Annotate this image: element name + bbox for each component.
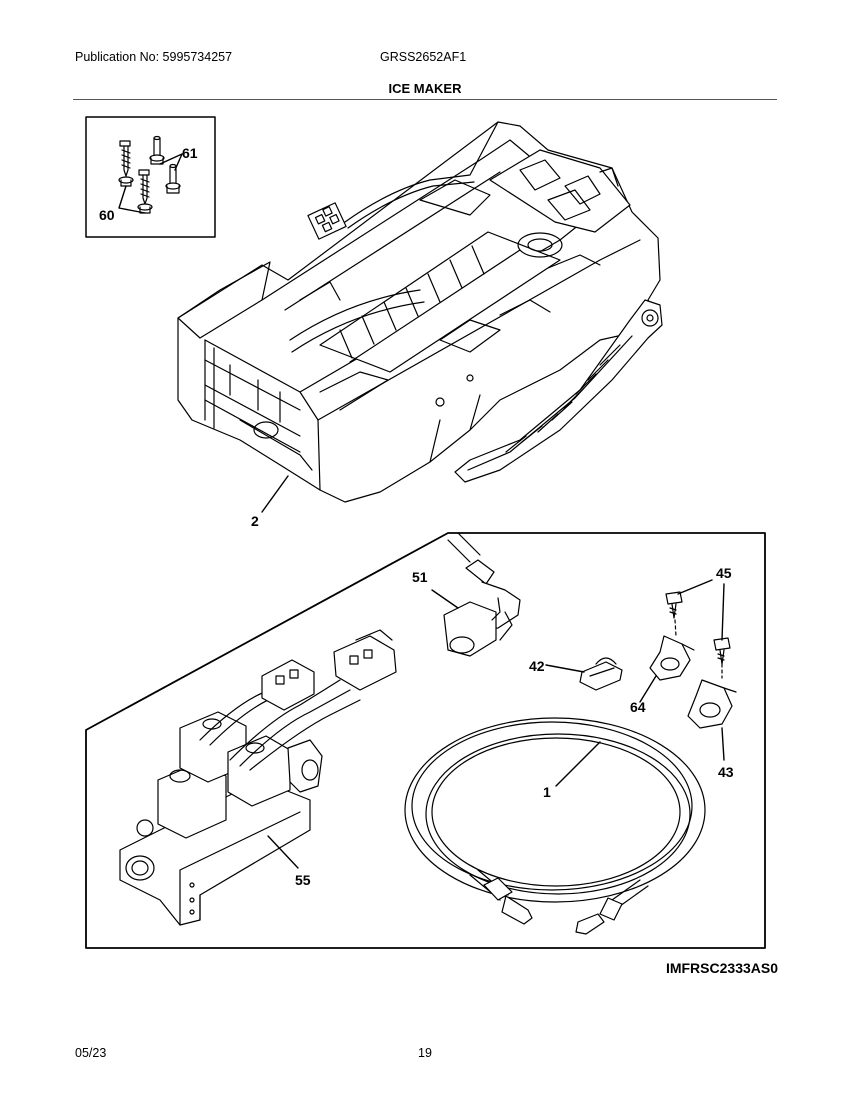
part-label-51: 51 xyxy=(412,569,428,585)
water-line-coil-icon xyxy=(404,717,706,935)
publication-number: Publication No: 5995734257 xyxy=(75,50,233,64)
screws-inset xyxy=(85,116,216,238)
screw-60-b-icon xyxy=(137,169,153,214)
part-label-1: 1 xyxy=(543,784,551,800)
part-label-42: 42 xyxy=(529,658,545,674)
part-label-61: 61 xyxy=(182,145,198,161)
clamp-64-icon xyxy=(649,635,695,681)
header-rule xyxy=(73,99,777,100)
screw-61-b-icon xyxy=(165,163,181,194)
part-label-43: 43 xyxy=(718,764,734,780)
screw-45-b-icon xyxy=(713,637,731,665)
part-label-60: 60 xyxy=(99,207,115,223)
page-title: ICE MAKER xyxy=(388,81,462,96)
screw-61-a-icon xyxy=(149,135,165,165)
lower-parts-frame xyxy=(85,532,766,949)
screw-45-a-icon xyxy=(665,591,683,619)
part-label-45: 45 xyxy=(716,565,732,581)
part-label-2: 2 xyxy=(251,513,259,529)
illustration-code: IMFRSC2333AS0 xyxy=(665,960,778,976)
ice-maker-assembly-icon xyxy=(177,121,663,513)
clip-42-icon xyxy=(579,657,623,691)
page-number: 19 xyxy=(418,1046,432,1060)
publication-date: 05/23 xyxy=(75,1046,107,1060)
screw-60-a-icon xyxy=(118,140,134,187)
clamp-43-icon xyxy=(687,679,737,729)
water-valve-icon xyxy=(119,629,397,926)
part-label-55: 55 xyxy=(295,872,311,888)
fill-tube-icon xyxy=(431,532,521,657)
part-label-64: 64 xyxy=(630,699,646,715)
model-number: GRSS2652AF1 xyxy=(380,50,467,64)
